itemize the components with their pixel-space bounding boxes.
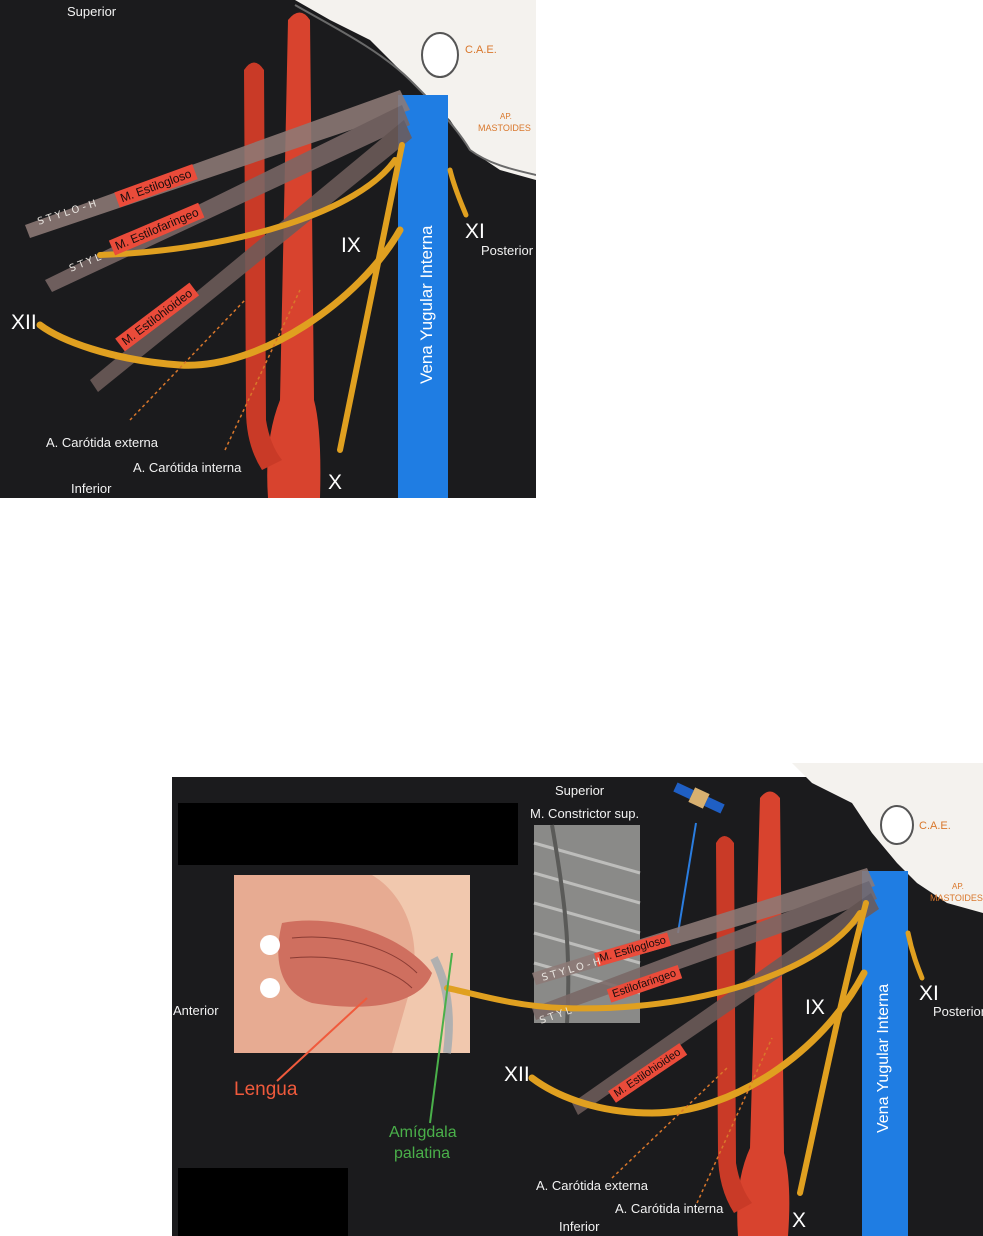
nerve-ix-path — [444, 910, 863, 1012]
bottom-label-carotida-interna: A. Carótida interna — [615, 1201, 724, 1216]
bottom-label-constrictor: M. Constrictor sup. — [530, 806, 640, 821]
top-label-nerve-xii: XII — [11, 311, 37, 334]
nerve-ix-path — [97, 157, 398, 258]
nerve-xii-path — [36, 226, 404, 369]
nerve-x-path — [797, 900, 869, 1196]
ear-canal-shape — [880, 805, 914, 845]
external-carotid-shape — [716, 836, 752, 1213]
top-label-mastoides: MASTOIDES — [478, 123, 531, 133]
nerve-x-path — [337, 142, 405, 453]
internal-carotid-shape — [737, 791, 790, 1236]
top-label-ap: AP. — [500, 112, 512, 121]
head-illustration — [234, 875, 470, 1054]
bottom-label-ap: AP. — [952, 882, 964, 891]
bottom-label-carotida-externa: A. Carótida externa — [536, 1178, 649, 1193]
white-strip-top — [172, 763, 983, 777]
top-diagram-panel: Superior Inferior Posterior C.A.E. AP. M… — [0, 0, 536, 498]
top-label-cae: C.A.E. — [465, 44, 497, 56]
bottom-label-superior: Superior — [555, 783, 605, 798]
cranial-nerves — [444, 900, 925, 1196]
top-label-vein: Vena Yugular Interna — [417, 225, 436, 385]
nerve-xii-path — [528, 969, 868, 1117]
nerve-xi-path — [905, 930, 925, 981]
redaction-bar-top — [178, 803, 518, 865]
bottom-anatomy-drawing — [172, 763, 983, 1236]
nerve-xi-path — [447, 167, 469, 218]
top-label-nerve-x: X — [328, 471, 343, 494]
cranial-nerves — [36, 142, 469, 453]
top-label-carotida-interna: A. Carótida interna — [133, 460, 242, 475]
bottom-label-amigdala-1: Amígdala — [389, 1124, 457, 1141]
top-label-carotida-externa: A. Carótida externa — [46, 435, 159, 450]
top-label-posterior: Posterior — [481, 243, 534, 258]
bottom-label-nerve-x: X — [792, 1209, 807, 1232]
bottom-label-cae: C.A.E. — [919, 820, 951, 832]
bottom-label-nerve-xi: XI — [919, 982, 939, 1005]
internal-carotid-shape — [267, 12, 321, 498]
pointer-carotida-externa — [129, 299, 246, 421]
redaction-bar-bottom — [178, 1168, 348, 1236]
top-label-nerve-ix: IX — [341, 234, 361, 257]
top-anatomy-drawing — [25, 0, 536, 498]
satellite-icon — [673, 782, 725, 814]
bottom-diagram-panel: Superior M. Constrictor sup. Inferior An… — [172, 763, 983, 1236]
satellite-pointer — [677, 822, 697, 934]
ear-canal-shape — [421, 32, 459, 78]
jugular-vein-shape — [862, 871, 908, 1236]
external-carotid-shape — [244, 62, 282, 470]
pointer-amigdala — [429, 952, 453, 1124]
bottom-label-posterior: Posterior — [933, 1004, 983, 1019]
bottom-label-vein: Vena Yugular Interna — [875, 983, 892, 1133]
pointer-lengua — [276, 997, 368, 1082]
bottom-label-nerve-xii: XII — [504, 1063, 530, 1086]
jugular-vein-shape — [398, 95, 448, 498]
pointer-carotida-interna — [696, 1037, 773, 1204]
bottom-label-lengua: Lengua — [234, 1079, 298, 1100]
bottom-label-amigdala-2: palatina — [394, 1145, 451, 1162]
pointer-carotida-externa — [611, 1067, 728, 1179]
top-label-nerve-xi: XI — [465, 220, 485, 243]
top-label-inferior: Inferior — [71, 481, 112, 496]
bottom-label-nerve-ix: IX — [805, 996, 825, 1019]
bottom-label-mastoides: MASTOIDES — [930, 893, 983, 903]
bottom-label-anterior: Anterior — [173, 1003, 219, 1018]
skull-bone-shape — [295, 0, 536, 180]
top-label-superior: Superior — [67, 4, 117, 19]
bottom-label-inferior: Inferior — [559, 1219, 600, 1234]
